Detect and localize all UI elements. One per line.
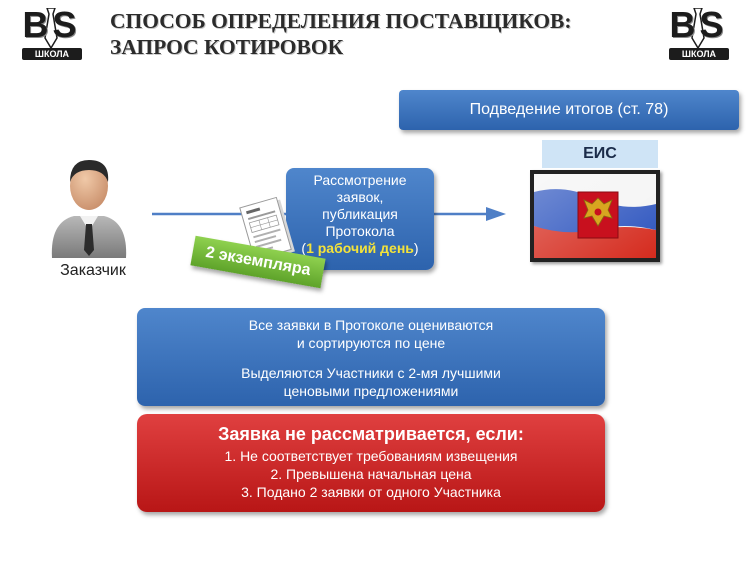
- eis-label: ЕИС: [542, 140, 658, 168]
- page-title: СПОСОБ ОПРЕДЕЛЕНИЯ ПОСТАВЩИКОВ: ЗАПРОС К…: [110, 8, 640, 60]
- rejection-item: 3. Подано 2 заявки от одного Участника: [241, 484, 501, 500]
- title-line-1: СПОСОБ ОПРЕДЕЛЕНИЯ ПОСТАВЩИКОВ:: [110, 9, 572, 33]
- evaluation-line-3: Выделяются Участники с 2-мя лучшими: [241, 365, 501, 381]
- logo-letters: BS: [22, 4, 81, 45]
- logo-caption: ШКОЛА: [22, 48, 82, 60]
- tie-icon: [44, 8, 58, 48]
- title-line-2: ЗАПРОС КОТИРОВОК: [110, 35, 344, 59]
- rejection-item: 1. Не соответствует требованиям извещени…: [224, 448, 518, 464]
- tie-icon: [691, 8, 705, 48]
- review-box: Рассмотрение заявок, публикация Протокол…: [286, 168, 434, 270]
- review-line-3: публикация: [322, 206, 398, 222]
- logo-caption: ШКОЛА: [669, 48, 729, 60]
- russian-coat-of-arms-icon: [534, 174, 656, 258]
- evaluation-line-2: и сортируются по цене: [296, 335, 446, 351]
- review-deadline: (1 рабочий день): [286, 240, 434, 257]
- review-line-1: Рассмотрение: [313, 172, 407, 188]
- paren-close: ): [413, 240, 419, 256]
- russian-flag-image: [530, 170, 660, 262]
- paren-open: (: [301, 240, 307, 256]
- evaluation-line-4: ценовыми предложениями: [283, 383, 459, 399]
- review-line-4: Протокола: [325, 223, 395, 239]
- summary-box: Подведение итогов (ст. 78): [399, 90, 739, 130]
- logo-left: BS ШКОЛА: [4, 4, 99, 62]
- businessman-icon: [51, 160, 127, 258]
- logo-right: BS ШКОЛА: [651, 4, 746, 62]
- logo-letters: BS: [669, 4, 728, 45]
- customer-label: Заказчик: [60, 262, 126, 279]
- evaluation-line-1: Все заявки в Протоколе оцениваются: [248, 317, 494, 333]
- evaluation-box: Все заявки в Протоколе оцениваются и сор…: [137, 308, 605, 406]
- deadline-highlight: 1 рабочий день: [306, 240, 414, 256]
- rejection-item: 2. Превышена начальная цена: [270, 466, 472, 482]
- review-line-2: заявок,: [336, 189, 384, 205]
- rejection-title: Заявка не рассматривается, если:: [218, 424, 524, 444]
- rejection-box: Заявка не рассматривается, если: 1. Не с…: [137, 414, 605, 512]
